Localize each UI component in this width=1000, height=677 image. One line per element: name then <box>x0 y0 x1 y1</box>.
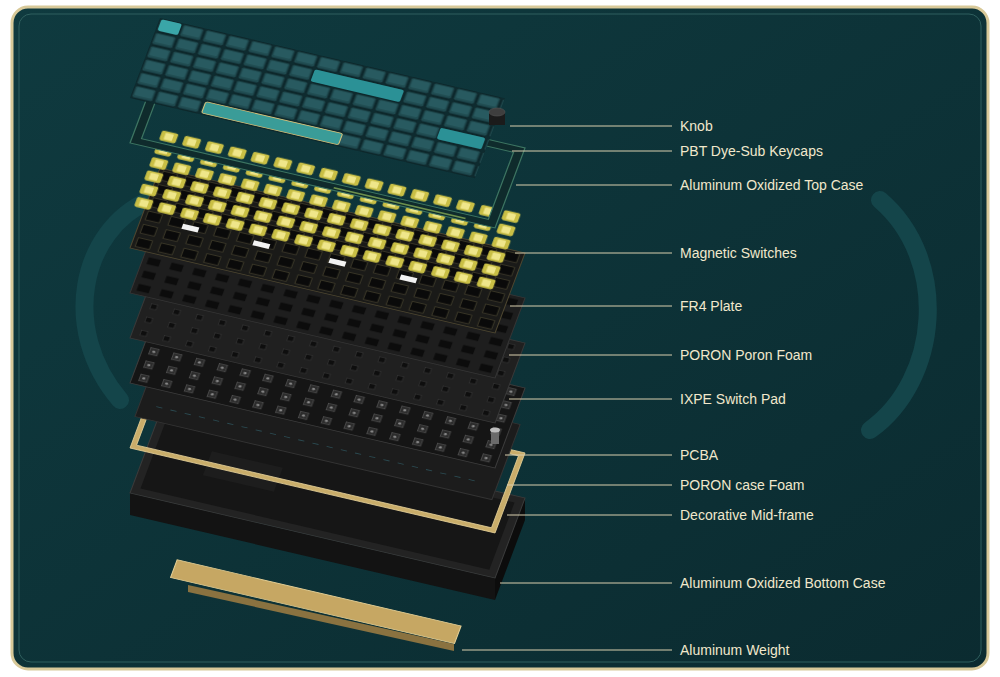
leader-line <box>516 185 672 186</box>
ornate-frame <box>12 7 988 669</box>
part-label: Aluminum Oxidized Top Case <box>680 176 863 194</box>
part-label: PCBA <box>680 446 718 464</box>
leader-lines <box>462 126 672 650</box>
stabilizer <box>252 240 270 249</box>
leader-line <box>500 583 672 584</box>
leader-line <box>507 485 672 486</box>
part-label: PORON case Foam <box>680 476 804 494</box>
leader-line <box>509 399 672 400</box>
knob-encoder-top <box>490 428 500 433</box>
spacebar <box>202 102 343 145</box>
knob-top <box>489 108 505 116</box>
part-label: FR4 Plate <box>680 297 742 315</box>
part-label: Knob <box>680 117 713 135</box>
stabilizer <box>399 275 417 284</box>
part-label: Aluminum Weight <box>680 641 789 659</box>
leader-line <box>512 151 672 152</box>
leader-line <box>515 253 672 254</box>
enter-key <box>437 128 486 150</box>
part-label: Decorative Mid-frame <box>680 506 814 524</box>
keycap-base <box>130 18 505 178</box>
part-label: Aluminum Oxidized Bottom Case <box>680 574 885 592</box>
stabilizer <box>181 224 199 233</box>
leader-line <box>510 306 672 307</box>
inner-frame-line <box>19 14 981 662</box>
escape-key <box>158 19 182 35</box>
leader-line <box>509 355 672 356</box>
keycap-array <box>130 18 505 178</box>
part-label: PBT Dye-Sub Keycaps <box>680 142 823 160</box>
leader-line <box>505 455 672 456</box>
stabilizer <box>328 258 346 267</box>
part-label: PORON Poron Foam <box>680 346 812 364</box>
accent-keycaps <box>310 69 404 102</box>
leader-line <box>507 515 672 516</box>
part-label: Magnetic Switches <box>680 244 797 262</box>
part-label: IXPE Switch Pad <box>680 390 786 408</box>
leader-line <box>510 126 672 127</box>
keycaps <box>130 18 505 178</box>
leader-line <box>462 650 672 651</box>
